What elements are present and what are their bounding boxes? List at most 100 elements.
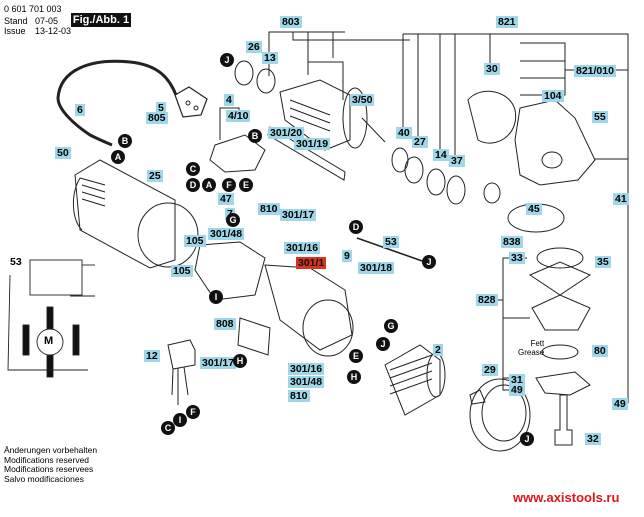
connector-f-switch: F <box>222 178 236 192</box>
connector-j-bearing: J <box>220 53 234 67</box>
connector-g-field: G <box>384 319 398 333</box>
callout-53-rod: 53 <box>383 236 399 248</box>
stand-value: 07-05 <box>35 16 59 26</box>
connector-h-brush: H <box>233 354 247 368</box>
callout-803: 803 <box>280 16 302 28</box>
callout-301-48: 301/48 <box>208 228 245 240</box>
ring-27 <box>404 156 424 184</box>
callout-828: 828 <box>476 294 498 306</box>
motor-symbol: M <box>44 335 54 347</box>
callout-810-lower: 810 <box>288 390 310 402</box>
rod-53 <box>356 237 426 263</box>
connector-h-field: H <box>347 370 361 384</box>
washer-80 <box>541 344 579 360</box>
callout-301-1-highlighted: 301/1 <box>296 257 327 269</box>
callout-821: 821 <box>496 16 518 28</box>
callout-37: 37 <box>449 155 465 167</box>
callout-301-17: 301/17 <box>280 209 317 221</box>
callout-55: 55 <box>592 111 608 123</box>
connector-c-suppressor: C <box>161 421 175 435</box>
callout-26: 26 <box>246 41 262 53</box>
callout-301-17-lower: 301/17 <box>200 357 237 369</box>
pinion <box>483 182 501 204</box>
modification-notes: Änderungen vorbehalten Modifications res… <box>4 445 98 484</box>
callout-12: 12 <box>144 350 160 362</box>
connector-g-brush: G <box>226 213 240 227</box>
main-housing <box>264 264 354 357</box>
suppressor <box>167 339 196 405</box>
note-de: Änderungen vorbehalten <box>4 445 98 455</box>
callout-821-010: 821/010 <box>574 65 616 77</box>
note-fr: Modifications reservees <box>4 464 94 474</box>
callout-105-lower: 105 <box>171 265 193 277</box>
grease-note-en: Grease <box>518 348 545 357</box>
gear-housing <box>467 90 596 186</box>
connector-b-switch: B <box>248 129 262 143</box>
flange <box>531 294 591 331</box>
callout-808: 808 <box>214 318 236 330</box>
figure-label: Fig./Abb. 1 <box>71 13 131 27</box>
watermark-url[interactable]: www.axistools.ru <box>513 490 620 505</box>
callout-27: 27 <box>412 136 428 148</box>
callout-80: 80 <box>592 345 608 357</box>
callout-33: 33 <box>509 252 525 264</box>
connector-b-cord: B <box>118 134 132 148</box>
callout-29: 29 <box>482 364 498 376</box>
callout-53-schematic: 53 <box>10 256 22 268</box>
callout-9: 9 <box>342 250 352 262</box>
armature <box>279 79 386 151</box>
connector-i-suppressor: I <box>173 413 187 427</box>
callout-40: 40 <box>396 127 412 139</box>
connector-j-field: J <box>376 337 390 351</box>
callout-838: 838 <box>501 236 523 248</box>
connector-j-guard: J <box>520 432 534 446</box>
callout-805: 805 <box>146 112 168 124</box>
callout-32: 32 <box>585 433 601 445</box>
bearing-13 <box>256 68 276 94</box>
brush-plate <box>194 241 266 301</box>
callout-30: 30 <box>484 63 500 75</box>
callout-4: 4 <box>224 94 234 106</box>
connector-e-field: E <box>349 349 363 363</box>
connector-e-switch: E <box>239 178 253 192</box>
spindle-32 <box>554 394 573 446</box>
connector-f-suppressor: F <box>186 405 200 419</box>
callout-810: 810 <box>258 203 280 215</box>
bearing-14 <box>426 168 446 196</box>
field-coil <box>384 344 446 416</box>
callout-35: 35 <box>595 256 611 268</box>
callout-5: 5 <box>156 102 166 114</box>
callout-301-20: 301/20 <box>268 127 305 139</box>
callout-4-10: 4/10 <box>226 110 251 122</box>
connector-d-rod: D <box>349 220 363 234</box>
ring-40 <box>391 147 409 173</box>
clamp-31 <box>535 371 591 396</box>
callout-301-18: 301/18 <box>358 262 395 274</box>
callout-104: 104 <box>542 90 564 102</box>
note-es: Salvo modificaciones <box>4 473 84 484</box>
connector-d-switch: D <box>186 178 200 192</box>
connector-c-switch: C <box>186 162 200 176</box>
callout-25: 25 <box>147 170 163 182</box>
callout-47: 47 <box>218 193 234 205</box>
callout-2: 2 <box>433 344 443 356</box>
guard <box>469 378 531 452</box>
callout-301-16: 301/16 <box>284 242 321 254</box>
wiring-schematic <box>7 259 95 378</box>
switch <box>209 134 266 173</box>
connector-j-rod: J <box>422 255 436 269</box>
connector-a-cord: A <box>111 150 125 164</box>
callout-41: 41 <box>613 193 629 205</box>
bearing-26 <box>234 60 254 86</box>
grease-note-de: Fett <box>530 339 545 348</box>
part-number: 0 601 701 003 <box>4 4 62 14</box>
callout-49-left: 49 <box>509 384 525 396</box>
callout-301-48-lower: 301/48 <box>288 376 325 388</box>
stand-label: Stand <box>4 16 28 26</box>
bearing-37 <box>446 175 466 205</box>
callout-13: 13 <box>262 52 278 64</box>
gasket-35 <box>528 261 592 296</box>
callout-301-19: 301/19 <box>294 138 331 150</box>
issue-label: Issue <box>4 26 26 36</box>
